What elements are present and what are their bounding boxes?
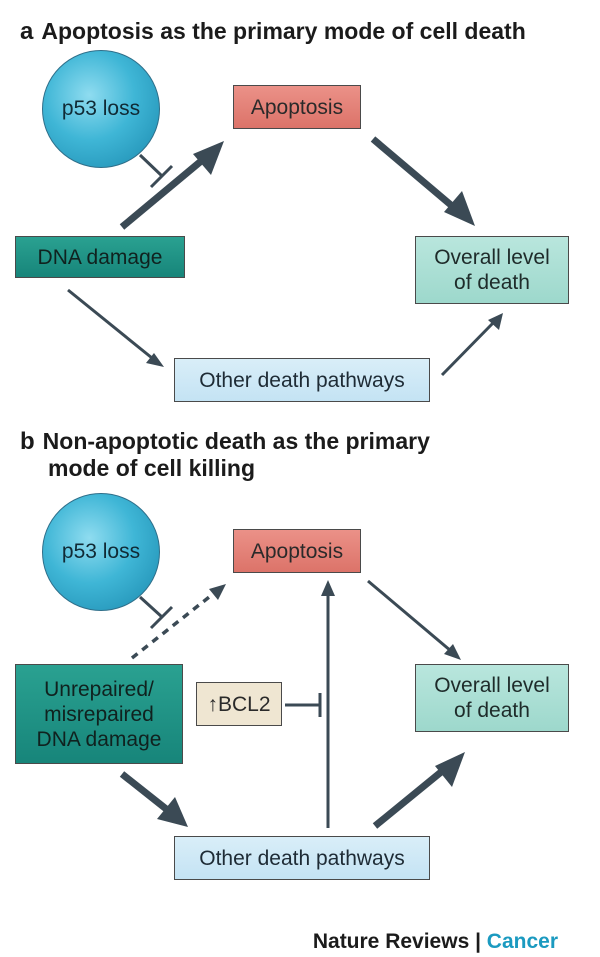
footer-publisher: Nature Reviews [312,930,470,953]
footer-credit: Nature Reviews | Cancer [313,930,558,954]
panel-b-arrow-other-to-overall [372,752,465,829]
panel-a-arrow-other-to-overall [440,313,503,377]
panel-a-dna-damage-label: DNA damage [37,245,163,269]
panel-b-bcl2-label: ↑BCL2 [207,692,271,716]
panel-b-arrow-apoptosis-to-overall [367,579,461,660]
panel-b-title-line2: mode of cell killing [48,455,256,481]
panel-a-arrow-apoptosis-to-overall [370,136,475,226]
footer-separator: | [469,930,487,953]
panel-a-p53-loss-label: p53 loss [61,97,141,120]
panel-b-other-pathways-node: Other death pathways [174,836,430,880]
footer-journal: Cancer [486,930,558,953]
panel-b-overall-death-label: Overall level of death [434,674,550,722]
panel-b-inhibit-bcl2 [285,693,322,717]
panel-a-arrow-dna-to-apoptosis [119,141,224,230]
panel-b-inhibit-p53-to-dna-apoptosis [138,595,174,630]
panel-a-other-pathways-label: Other death pathways [199,368,405,392]
panel-b-dna-damage-node: Unrepaired/ misrepaired DNA damage [15,664,183,764]
panel-b-arrow-dna-to-other [119,771,188,827]
panel-b-arrow-other-to-apoptosis [321,580,335,828]
panel-b-apoptosis-label: Apoptosis [250,539,344,563]
panel-b-p53-loss-node: p53 loss [42,493,160,611]
panel-b-other-pathways-label: Other death pathways [199,846,405,870]
panel-b-bcl2-node: ↑BCL2 [196,682,282,726]
panel-b-title: b Non-apoptotic death as the primary mode… [20,428,430,481]
panel-a-title-text: Apoptosis as the primary mode of cell de… [41,18,526,44]
panel-a-overall-death-label: Overall level of death [434,246,550,294]
panel-a-inhibit-p53-to-dna-apoptosis [138,153,174,189]
panel-a-dna-damage-node: DNA damage [15,236,185,278]
panel-b-p53-loss-label: p53 loss [61,540,141,563]
panel-a-apoptosis-label: Apoptosis [250,95,344,119]
panel-b-dashed-arrow-dna-to-apoptosis [130,584,226,660]
panel-b-letter: b [20,428,35,455]
panel-a-p53-loss-node: p53 loss [42,50,160,168]
panel-a-overall-death-node: Overall level of death [415,236,569,304]
panel-b-overall-death-node: Overall level of death [415,664,569,732]
panel-b-dna-damage-label: Unrepaired/ misrepaired DNA damage [36,677,162,751]
panel-b-apoptosis-node: Apoptosis [233,529,361,573]
panel-a-letter: a [20,18,34,45]
panel-a-other-pathways-node: Other death pathways [174,358,430,402]
panel-a-title: a Apoptosis as the primary mode of cell d… [20,18,526,45]
panel-b-title-line1: Non-apoptotic death as the primary [42,428,430,454]
panel-a-arrow-dna-to-other [67,288,164,367]
panel-a-apoptosis-node: Apoptosis [233,85,361,129]
